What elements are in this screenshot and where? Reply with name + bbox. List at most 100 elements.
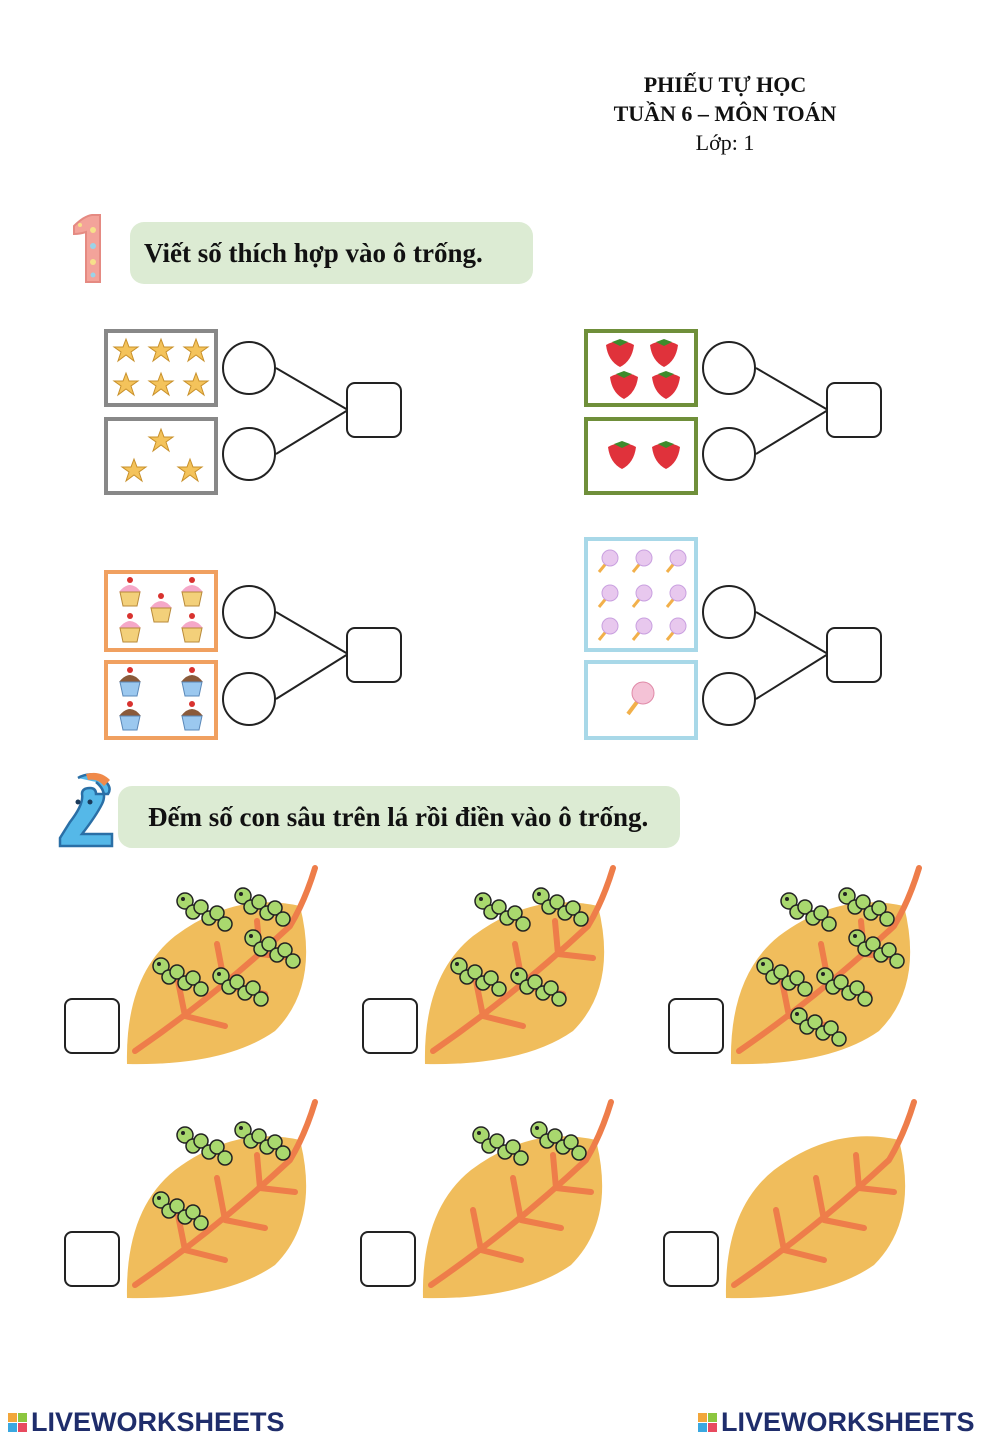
picture-box-top (584, 329, 698, 407)
caterpillar-count-answer-box[interactable] (663, 1231, 719, 1287)
lollipop-icon (597, 584, 619, 608)
connector-lines (755, 367, 829, 455)
caterpillar-icon (152, 1191, 209, 1231)
lollipop-icon (665, 549, 687, 573)
caterpillar-icon (510, 967, 567, 1007)
leaf-veins (132, 1099, 318, 1288)
cupcake-icon (150, 593, 172, 623)
star-icon (182, 337, 210, 363)
cupcake-icon (181, 701, 203, 731)
caterpillar-count-answer-box[interactable] (64, 1231, 120, 1287)
logo-text: LIVEWORKSHEETS (721, 1407, 975, 1437)
strawberry-icon (650, 339, 678, 367)
lollipop-icon (631, 549, 653, 573)
logo-text: LIVEWORKSHEETS (31, 1407, 285, 1437)
leaf-illustration (730, 865, 922, 1065)
leaf-veins (428, 1099, 614, 1288)
picture-box-bottom (104, 660, 218, 740)
caterpillar-icon (474, 892, 531, 932)
liveworksheets-logo-right: LIVEWORKSHEETS (698, 1407, 975, 1438)
caterpillar-count-answer-box[interactable] (64, 998, 120, 1054)
part-circle-top[interactable] (702, 585, 756, 639)
picture-box-bottom (584, 660, 698, 740)
lollipop-icon (665, 617, 687, 641)
part-circle-top[interactable] (222, 341, 276, 395)
caterpillar-icon (838, 887, 895, 927)
caterpillar-icon (212, 967, 269, 1007)
number-one-decorated-icon (73, 214, 101, 283)
cupcake-icon (119, 613, 141, 643)
caterpillar-icon (244, 929, 301, 969)
connector-lines (275, 367, 349, 455)
caterpillar-icon (450, 957, 507, 997)
part-circle-bottom[interactable] (702, 672, 756, 726)
lollipop-icon (665, 584, 687, 608)
caterpillar-icon (472, 1126, 529, 1166)
part-circle-bottom[interactable] (222, 427, 276, 481)
connector-lines (755, 611, 829, 700)
strawberry-icon (608, 441, 636, 469)
star-icon (120, 457, 148, 483)
instruction-text-1: Viết số thích hợp vào ô trống. (144, 237, 483, 268)
caterpillar-icon (176, 1126, 233, 1166)
lollipop-icon (597, 617, 619, 641)
total-answer-box[interactable] (346, 382, 402, 438)
cupcake-icon (181, 577, 203, 607)
number-two-character-icon (58, 772, 114, 848)
cupcake-icon (119, 577, 141, 607)
worksheet-title: PHIẾU TỰ HỌC (643, 72, 807, 97)
lollipop-icon (631, 584, 653, 608)
connector-lines (275, 611, 349, 700)
caterpillar-icon (756, 957, 813, 997)
star-icon (147, 371, 175, 397)
lollipop-icon (631, 617, 653, 641)
part-circle-top[interactable] (222, 585, 276, 639)
liveworksheets-mark-icon (698, 1413, 717, 1432)
star-icon (176, 457, 204, 483)
part-circle-bottom[interactable] (702, 427, 756, 481)
cupcake-icon (119, 667, 141, 697)
leaf-illustration (126, 1099, 318, 1299)
instruction-banner-2: Đếm số con sâu trên lá rồi điền vào ô tr… (118, 786, 680, 848)
star-icon-group (112, 337, 210, 397)
cupcake-icon (181, 613, 203, 643)
worksheet-subtitle: TUẦN 6 – MÔN TOÁN (613, 101, 837, 126)
picture-box-top (104, 329, 218, 407)
strawberry-icon (610, 371, 638, 399)
total-answer-box[interactable] (826, 382, 882, 438)
lollipop-icon (597, 549, 619, 573)
caterpillar-icon (234, 887, 291, 927)
picture-box-top (584, 537, 698, 652)
star-icon (112, 371, 140, 397)
strawberry-icon (652, 371, 680, 399)
picture-box-top (104, 570, 218, 652)
caterpillar-icon (234, 1121, 291, 1161)
picture-box-bottom (584, 417, 698, 495)
star-icon (147, 427, 175, 453)
picture-box-bottom (104, 417, 218, 495)
leaf-illustration (422, 1099, 614, 1299)
caterpillar-icon (152, 957, 209, 997)
leaf-veins (731, 1099, 917, 1288)
caterpillar-count-answer-box[interactable] (362, 998, 418, 1054)
caterpillar-count-answer-box[interactable] (360, 1231, 416, 1287)
caterpillar-icon (848, 929, 905, 969)
caterpillar-icon (530, 1121, 587, 1161)
total-answer-box[interactable] (346, 627, 402, 683)
leaf-illustration (126, 865, 318, 1065)
lollipop-icon (626, 681, 655, 716)
caterpillar-icon (780, 892, 837, 932)
grade-label: Lớp: 1 (695, 130, 755, 155)
strawberry-icon (652, 441, 680, 469)
cupcake-icon (119, 701, 141, 731)
caterpillar-count-answer-box[interactable] (668, 998, 724, 1054)
instruction-text-2: Đếm số con sâu trên lá rồi điền vào ô tr… (148, 801, 649, 832)
leaf-illustration (424, 865, 616, 1065)
caterpillar-icon (816, 967, 873, 1007)
leaf-illustration (725, 1099, 917, 1299)
part-circle-top[interactable] (702, 341, 756, 395)
total-answer-box[interactable] (826, 627, 882, 683)
strawberry-icon (606, 339, 634, 367)
star-icon (112, 337, 140, 363)
part-circle-bottom[interactable] (222, 672, 276, 726)
